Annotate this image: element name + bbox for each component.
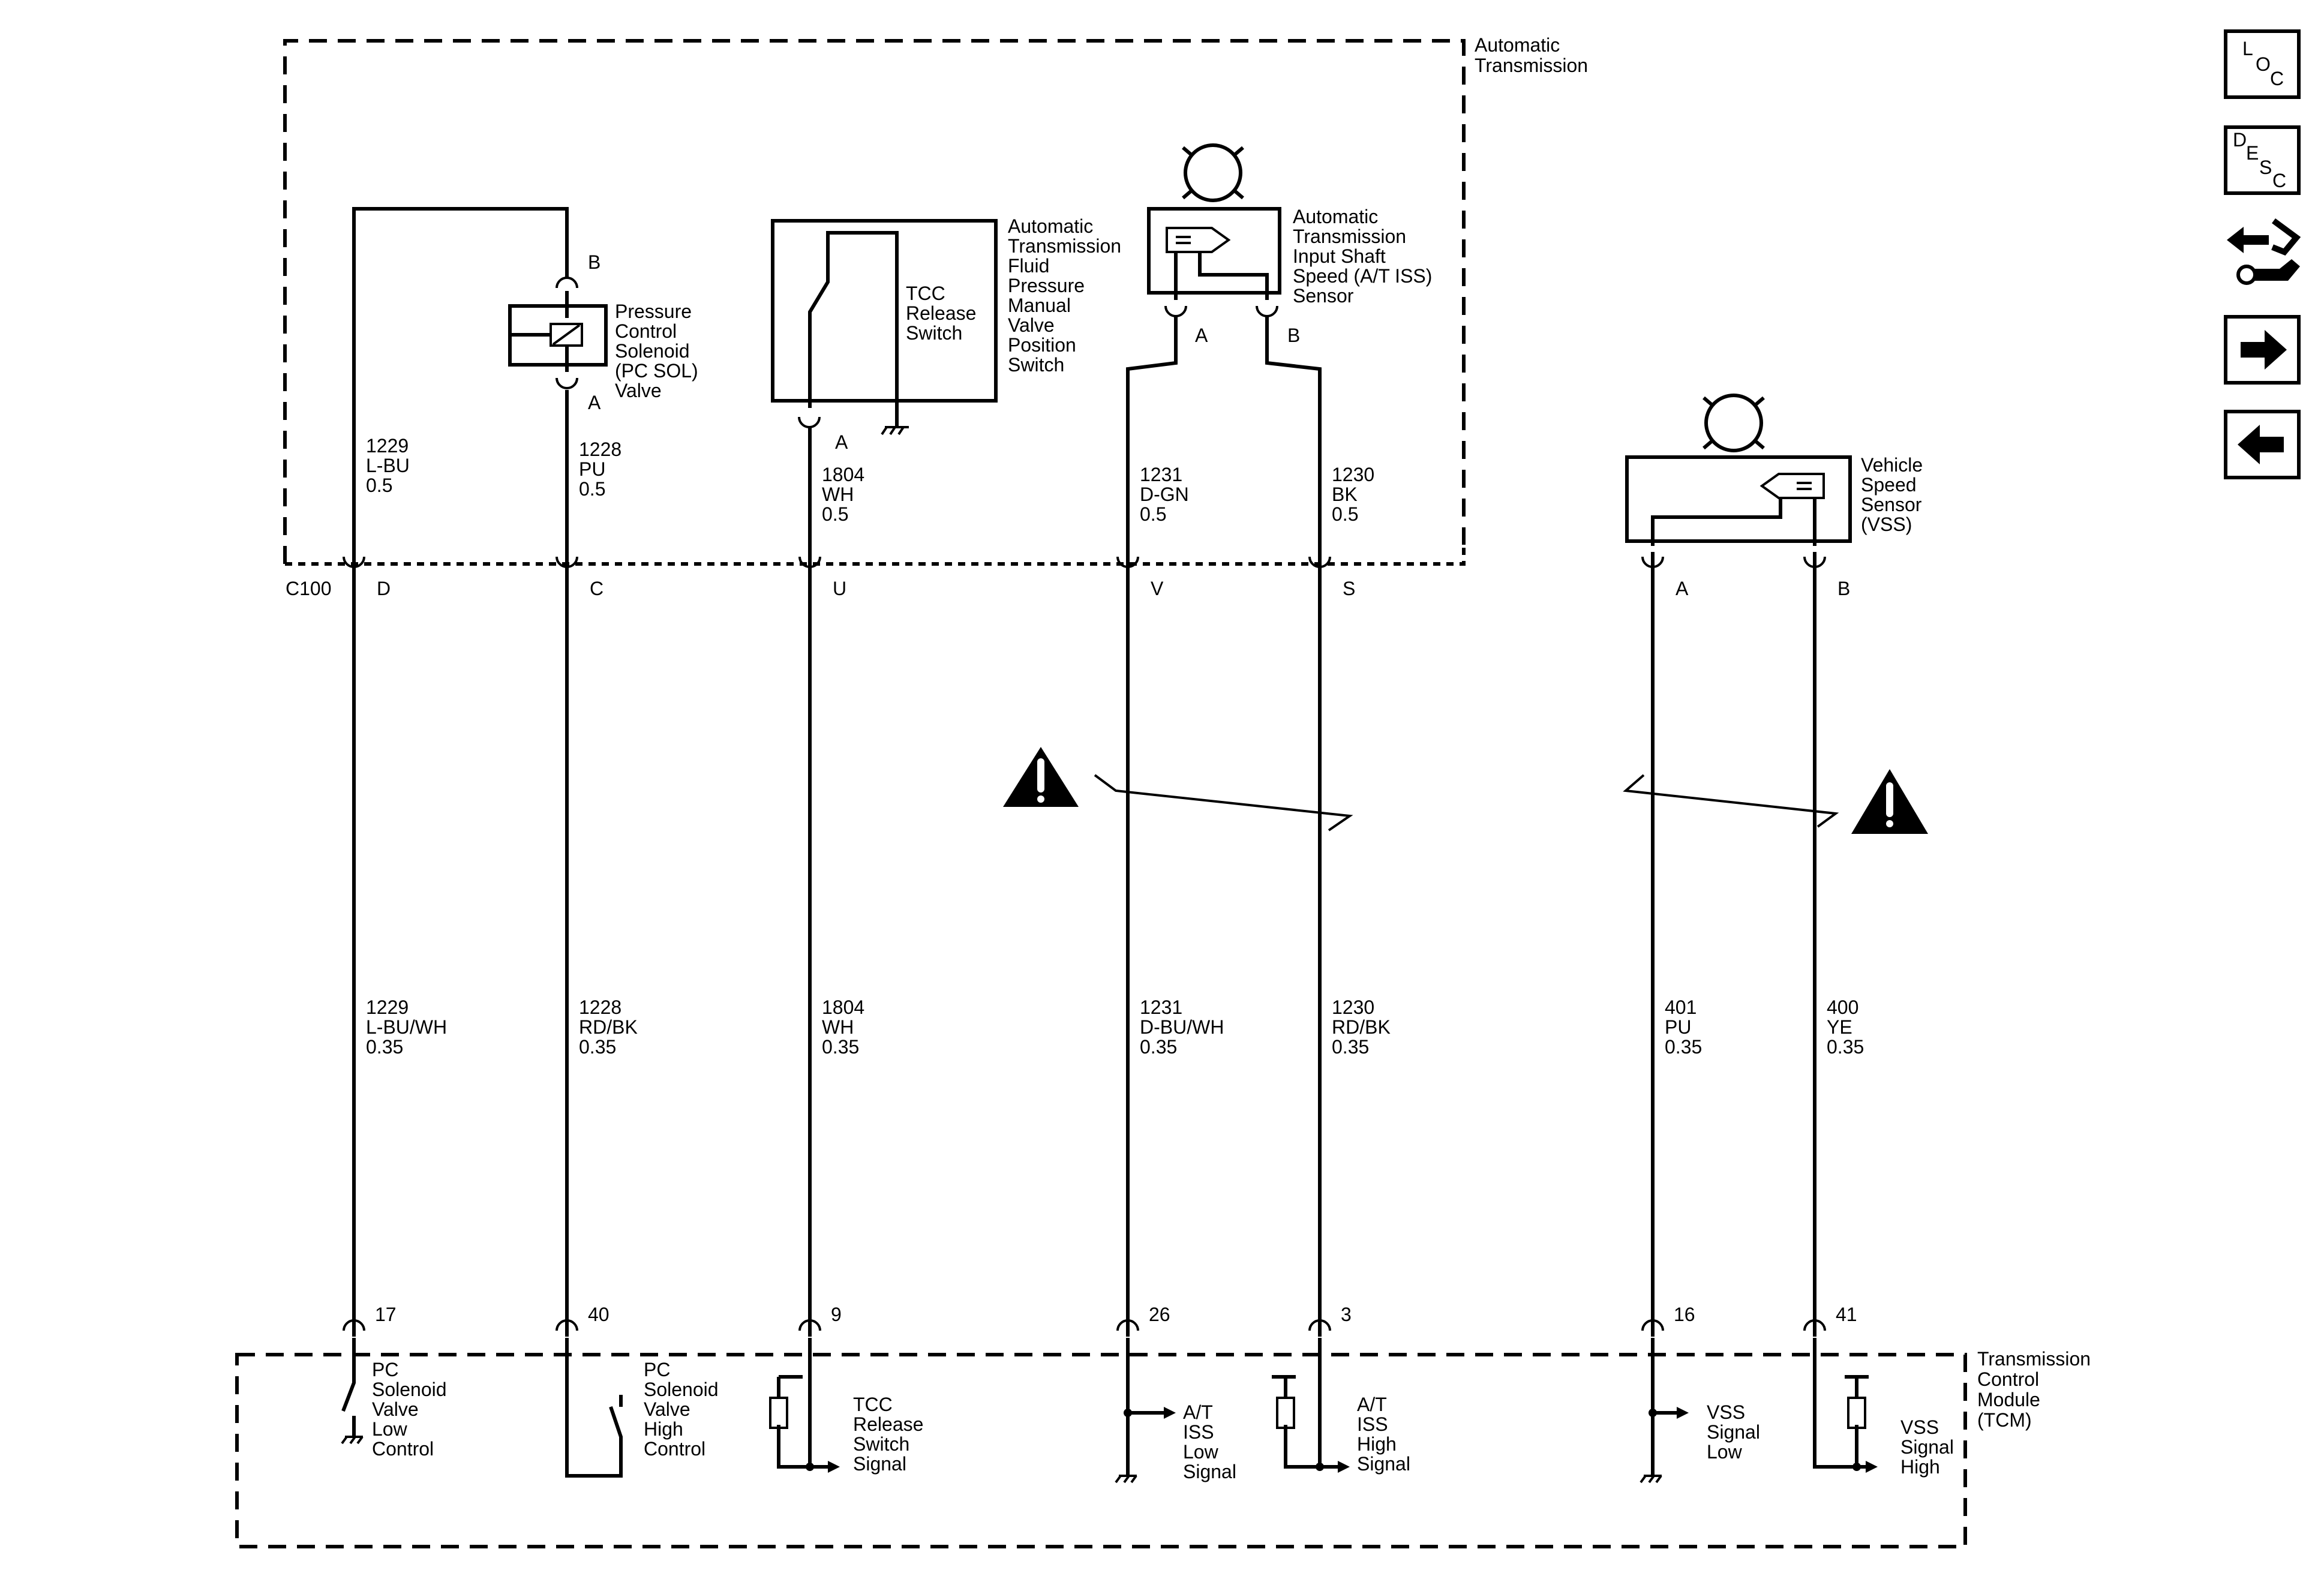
tcm-circuit-vss-high [1813,1338,1878,1473]
tcm-circuit-iss-high [1272,1338,1350,1473]
pc-sol-label: Pressure Control Solenoid (PC SOL) Valve [615,301,704,401]
c100-pin-label: A [1676,578,1689,599]
loc-button[interactable]: L O C [2224,29,2301,99]
fluid-switch-label: Automatic Transmission Fluid Pressure Ma… [1008,215,1127,376]
schematic-wrench-icon[interactable] [2227,218,2301,285]
tcc-release-switch-label: TCC Release Switch [906,283,981,344]
arrow-right-icon [2241,330,2287,370]
fluid-pressure-switch [771,219,998,567]
tcm-label-iss-low: A/T ISS Low Signal [1183,1401,1236,1482]
iss-pin-a: A [1195,325,1208,346]
warning-icon [1003,747,1079,807]
tcm-circuit-tcc [769,1338,840,1473]
tcm-pin-label: 9 [831,1304,842,1325]
tcm-pin-label: 40 [588,1304,609,1325]
c100-label: C100 [286,578,332,599]
tcm-label-vss-low: VSS Signal Low [1707,1401,1765,1463]
svg-text:O: O [2256,53,2271,75]
tcm-label-vss-high: VSS Signal High [1900,1416,1959,1478]
c100-pin-label: U [833,578,846,599]
tcm-box-label: Transmission Control Module (TCM) [1977,1348,2096,1431]
svg-text:D: D [2233,129,2247,151]
iss-sensor [1126,143,1322,567]
c100-pin-label: C [590,578,603,599]
tcm-label-tcc: TCC Release Switch Signal [853,1394,929,1475]
c100-pin-label: B [1837,578,1850,599]
prev-page-button[interactable] [2224,410,2301,479]
vss-label: Vehicle Speed Sensor (VSS) [1861,454,1928,535]
svg-text:C: C [2270,68,2284,89]
svg-text:L: L [2242,38,2253,59]
tcm-circuit-vss-low [1640,1338,1689,1484]
tcm-boundary [235,1353,1967,1548]
tcm-circuit-pc-low [341,1338,364,1445]
iss-sensor-label: Automatic Transmission Input Shaft Speed… [1293,206,1437,307]
c100-pin-label: S [1343,578,1355,599]
tcm-pin-label: 16 [1674,1304,1695,1325]
vss-twisted-pair-mark [1623,774,1839,828]
iss-pin-b: B [1287,325,1300,346]
svg-text:S: S [2259,157,2272,178]
tcm-pin-label: 3 [1341,1304,1352,1325]
next-page-button[interactable] [2224,315,2301,385]
tcm-circuit-pc-high [565,1338,623,1478]
warning-icon [1851,769,1928,834]
transmission-boundary [283,39,1466,564]
tcm-pin-label: 26 [1149,1304,1170,1325]
c100-pin-label: D [377,578,391,599]
pc-solenoid [352,207,608,567]
svg-text:E: E [2246,142,2259,164]
vss-sensor [1625,394,1852,546]
pc-sol-pin-b: B [588,251,600,273]
tcm-pin-label: 17 [375,1304,397,1325]
c100-connector-line [285,545,1466,566]
iss-twisted-pair-mark [1094,774,1353,831]
svg-text:C: C [2272,170,2286,191]
pc-sol-pin-a: A [588,392,601,413]
tcm-label-pc-high: PC Solenoid Valve High Control [644,1359,723,1460]
transmission-box-label: Automatic Transmission [1475,34,1588,76]
arrow-left-icon [2238,425,2284,464]
tcm-circuit-iss-low [1115,1338,1176,1484]
fluid-switch-pin-a: A [835,431,848,453]
desc-button[interactable]: D E S C [2224,125,2301,195]
tcm-label-iss-high: A/T ISS High Signal [1357,1394,1410,1475]
tcm-label-pc-low: PC Solenoid Valve Low Control [372,1359,452,1460]
c100-pin-label: V [1151,578,1164,599]
tcm-pin-label: 41 [1836,1304,1857,1325]
